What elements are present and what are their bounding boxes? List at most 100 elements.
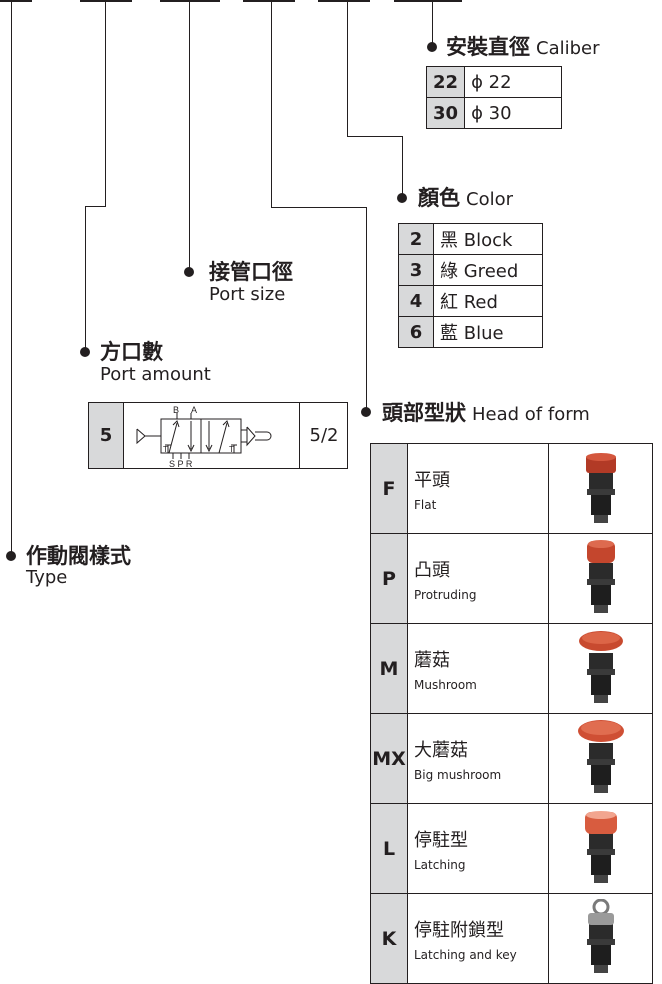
color-cn: 黑 <box>440 230 458 251</box>
code-box-port-size <box>160 0 220 2</box>
head-name-cn: 停駐附鎖型 <box>414 919 504 941</box>
table-row: MX 大蘑菇 Big mushroom <box>370 713 653 804</box>
head-picture <box>548 803 653 894</box>
port-amount-label-en: Port amount <box>100 364 211 385</box>
head-label: 頭部型狀 Head of form <box>382 397 590 427</box>
color-label-en: Color <box>466 189 513 210</box>
head-code: K <box>370 893 408 984</box>
head-name: 凸頭 Protruding <box>407 533 549 624</box>
leader-color-v2 <box>402 136 403 198</box>
head-label-cn: 頭部型狀 <box>382 401 466 425</box>
port-size-label-en: Port size <box>209 284 286 305</box>
leader-color-v1 <box>347 0 348 136</box>
head-name-cn: 凸頭 <box>414 559 450 581</box>
code-box-head <box>243 0 295 2</box>
latching-button-icon <box>584 810 617 883</box>
big-mushroom-button-icon <box>577 719 624 793</box>
head-name-en: Flat <box>414 497 437 512</box>
caliber-label-cn: 安裝直徑 <box>446 35 530 59</box>
head-name-cn: 平頭 <box>414 469 450 491</box>
color-en: Red <box>463 292 498 313</box>
color-code: 3 <box>398 254 434 286</box>
head-name-en: Big mushroom <box>414 767 502 782</box>
color-code: 2 <box>398 223 434 255</box>
leader-color-h <box>347 136 403 137</box>
head-code: MX <box>370 713 408 804</box>
head-label-en: Head of form <box>472 404 590 425</box>
leader-caliber <box>432 0 433 47</box>
caliber-table: 22 ϕ 22 30 ϕ 30 <box>425 66 562 129</box>
protruding-button-icon <box>586 539 615 613</box>
color-en: Greed <box>463 261 519 282</box>
color-cn: 藍 <box>440 323 458 344</box>
head-name: 停駐附鎖型 Latching and key <box>407 893 549 984</box>
bullet-port-amount <box>80 347 90 357</box>
leader-type <box>11 0 12 556</box>
head-picture <box>548 533 653 624</box>
port-letter-a: A <box>191 405 197 415</box>
head-name-en: Latching and key <box>414 947 517 962</box>
head-name-cn: 大蘑菇 <box>414 739 468 761</box>
port-letters-spr: S P R <box>169 459 193 467</box>
port-size-label-cn: 接管口徑 <box>209 260 293 284</box>
caliber-value: ϕ 22 <box>464 66 562 98</box>
leader-head-h <box>271 207 367 208</box>
port-amount-code: 5 <box>89 403 124 468</box>
port-letter-t2: T <box>229 445 234 454</box>
leader-port-amount-h <box>85 206 106 207</box>
head-name: 停駐型 Latching <box>407 803 549 894</box>
port-letter-b: B <box>173 405 179 415</box>
port-amount-ratio: 5/2 <box>299 403 348 468</box>
bullet-type <box>6 551 16 561</box>
head-name-en: Protruding <box>414 587 477 602</box>
color-en: Block <box>463 230 513 251</box>
head-code: L <box>370 803 408 894</box>
type-label-en: Type <box>26 567 68 588</box>
table-row: 30 ϕ 30 <box>425 97 562 129</box>
head-name-cn: 停駐型 <box>414 829 468 851</box>
leader-port-amount-v1 <box>105 0 106 206</box>
bullet-port-size <box>184 267 194 277</box>
head-code: P <box>370 533 408 624</box>
leader-port-size <box>189 0 190 272</box>
head-name: 大蘑菇 Big mushroom <box>407 713 549 804</box>
bullet-caliber <box>427 42 437 52</box>
port-amount-label-cn: 方口數 <box>100 340 163 364</box>
code-box-caliber <box>394 0 462 2</box>
color-en: Blue <box>463 323 504 344</box>
head-picture <box>548 623 653 714</box>
table-row: F 平頭 Flat <box>370 443 653 534</box>
port-letter-t1: T <box>163 445 168 454</box>
head-name: 平頭 Flat <box>407 443 549 534</box>
color-value: 綠 Greed <box>433 254 543 286</box>
code-box-type <box>0 0 32 2</box>
color-cn: 綠 <box>440 261 458 282</box>
leader-head-v1 <box>271 0 272 207</box>
port-amount-option: 5 B A T T S P R <box>88 402 348 469</box>
color-code: 6 <box>398 316 434 348</box>
head-name-en: Latching <box>414 857 466 872</box>
head-picture <box>548 893 653 984</box>
head-picture <box>548 443 653 534</box>
caliber-code: 30 <box>425 97 466 129</box>
code-box-port-amount <box>80 0 132 2</box>
type-label-cn: 作動閥樣式 <box>26 544 131 568</box>
head-code: F <box>370 443 408 534</box>
color-value: 藍 Blue <box>433 316 543 348</box>
head-code: M <box>370 623 408 714</box>
color-value: 黑 Block <box>433 223 543 255</box>
table-row: P 凸頭 Protruding <box>370 533 653 624</box>
caliber-value: ϕ 30 <box>464 97 562 129</box>
table-row: L 停駐型 Latching <box>370 803 653 894</box>
flat-button-icon <box>585 452 616 523</box>
table-row: 22 ϕ 22 <box>425 66 562 98</box>
